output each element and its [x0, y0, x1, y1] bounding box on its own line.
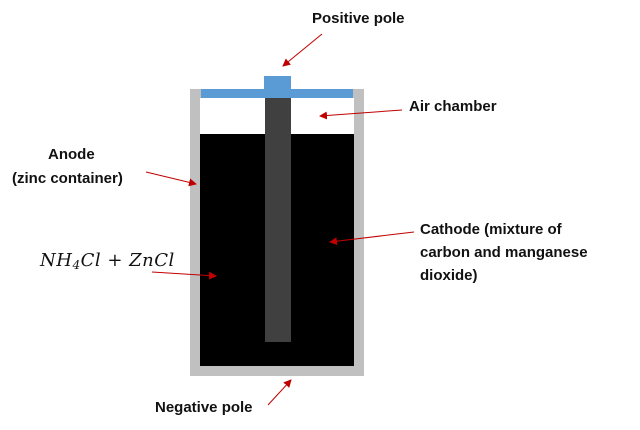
negative-pole-label: Negative pole	[155, 399, 253, 416]
cathode-label-line2: carbon and manganese	[420, 244, 588, 261]
cathode-arrow	[329, 231, 415, 246]
air-chamber-arrow	[319, 109, 403, 120]
formula-subscript: 4	[72, 258, 81, 272]
positive-pole-arrow	[282, 33, 323, 67]
anode-label-line2: (zinc container)	[12, 170, 123, 187]
cathode-label-line1: Cathode (mixture of	[420, 221, 562, 238]
formula-part1: NH	[40, 250, 73, 271]
positive-terminal-cap	[264, 76, 291, 98]
anode-label-line1: Anode	[48, 146, 95, 163]
negative-pole-arrow	[267, 379, 292, 406]
electrolyte-formula: NH4Cl + ZnCl	[40, 250, 175, 276]
carbon-rod	[265, 98, 291, 342]
anode-arrow	[145, 171, 197, 187]
air-chamber-label: Air chamber	[409, 98, 497, 115]
positive-pole-label: Positive pole	[312, 10, 405, 27]
cathode-label-line3: dioxide)	[420, 267, 478, 284]
formula-arrow	[151, 271, 217, 280]
formula-part2: Cl + ZnCl	[80, 250, 175, 271]
